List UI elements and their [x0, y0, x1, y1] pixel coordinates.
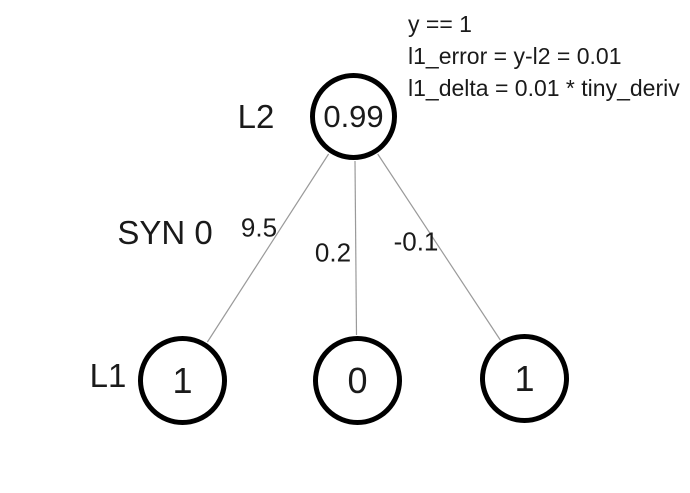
- node-l1-left-value: 1: [172, 359, 193, 401]
- synapse-label-syn0: SYN 0: [117, 214, 213, 251]
- weight-label-left: 9.5: [240, 212, 278, 243]
- node-l2-value: 0.99: [323, 98, 384, 134]
- weight-label-right: -0.1: [393, 226, 439, 257]
- edge-l2-to-l1-right: [377, 153, 501, 341]
- node-l1-middle: 0: [313, 336, 402, 425]
- node-l1-left: 1: [138, 336, 227, 425]
- edge-l2-to-l1-left: [206, 153, 330, 343]
- node-l1-right-value: 1: [514, 357, 535, 399]
- node-l1-middle-value: 0: [347, 359, 368, 401]
- node-l1-right: 1: [480, 334, 569, 423]
- node-l2: 0.99: [310, 73, 397, 160]
- annotation-line-l1-delta: l1_delta = 0.01 * tiny_deriv: [408, 75, 680, 101]
- edge-l2-to-l1-middle: [354, 160, 358, 336]
- layer-label-l2: L2: [237, 98, 275, 135]
- annotation-line-l1-error: l1_error = y-l2 = 0.01: [408, 43, 622, 69]
- annotation-block: y == 1 l1_error = y-l2 = 0.01 l1_delta =…: [408, 8, 680, 104]
- weight-label-middle: 0.2: [314, 237, 352, 268]
- annotation-line-y: y == 1: [408, 11, 472, 37]
- layer-label-l1: L1: [89, 357, 127, 394]
